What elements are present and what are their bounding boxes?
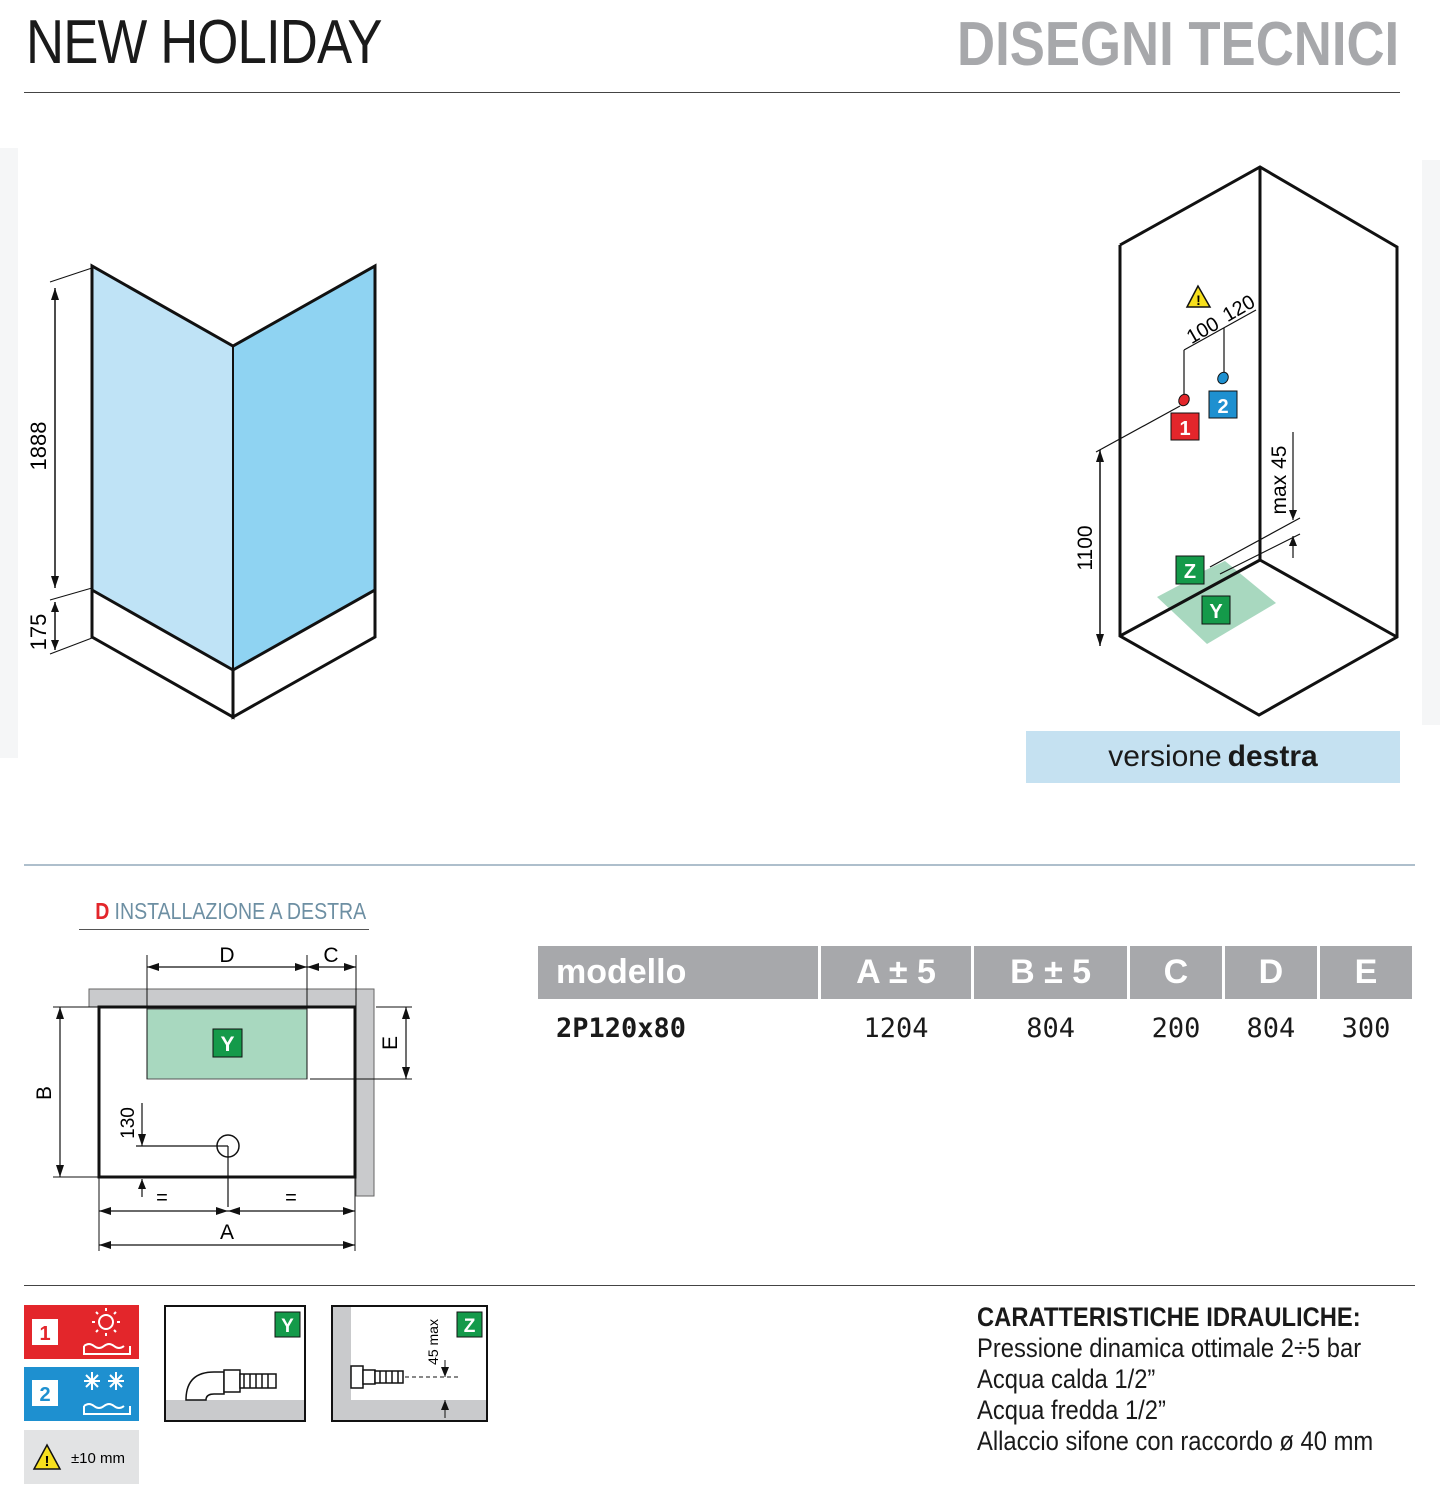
version-prefix: versione bbox=[1108, 740, 1222, 773]
y-badge bbox=[1201, 595, 1231, 625]
cell-c: 200 bbox=[1151, 1012, 1201, 1044]
z-badge bbox=[456, 1311, 483, 1338]
tolerance-label: ±10 mm bbox=[71, 1450, 125, 1467]
col-header-e: E bbox=[1319, 946, 1412, 999]
hydraulic-line: Pressione dinamica ottimale 2÷5 bar bbox=[977, 1333, 1362, 1363]
svg-text:2: 2 bbox=[39, 1384, 50, 1406]
dim-label-e: E bbox=[379, 1036, 402, 1050]
svg-text:Y: Y bbox=[281, 1316, 294, 1337]
height-label: 1100 bbox=[1074, 525, 1097, 570]
col-header-c: C bbox=[1129, 946, 1222, 999]
left-glass-panel bbox=[92, 266, 233, 670]
col-header-a: A ± 5 bbox=[820, 946, 972, 999]
svg-text:!: ! bbox=[1196, 292, 1201, 308]
warning-icon bbox=[32, 1443, 62, 1470]
cold-inlet-icon bbox=[1217, 371, 1229, 385]
table-header-row: modello A ± 5 B ± 5 C D E bbox=[538, 946, 1412, 999]
svg-text:Z: Z bbox=[464, 1316, 476, 1337]
svg-text:Y: Y bbox=[1209, 601, 1223, 623]
section-divider bbox=[24, 864, 1415, 866]
dim-label-c: C bbox=[323, 944, 338, 967]
cell-b: 804 bbox=[1026, 1012, 1075, 1044]
installation-title-text: INSTALLAZIONE A DESTRA bbox=[114, 898, 367, 924]
header-divider bbox=[24, 92, 1400, 93]
installation-plan-drawing: Y D C E B 130 = = A bbox=[33, 944, 412, 1251]
height-label: 1888 bbox=[26, 422, 51, 471]
dim-label-130: 130 bbox=[118, 1107, 139, 1139]
hot-badge bbox=[1170, 412, 1200, 441]
hot-inlet-icon bbox=[1178, 393, 1190, 407]
snowflake-icon bbox=[83, 1372, 131, 1415]
cold-badge bbox=[1208, 390, 1238, 419]
installation-letter: D bbox=[95, 898, 110, 924]
hydraulic-line: Allaccio sifone con raccordo ø 40 mm bbox=[977, 1426, 1374, 1456]
hydraulic-line: Acqua fredda 1/2” bbox=[977, 1395, 1166, 1425]
y-badge bbox=[212, 1028, 243, 1058]
offset-label-120: 120 bbox=[1219, 291, 1259, 327]
svg-text:Y: Y bbox=[220, 1033, 234, 1056]
hydraulic-line: Acqua calda 1/2” bbox=[977, 1364, 1156, 1394]
right-glass-panel bbox=[233, 266, 375, 670]
col-header-model: modello bbox=[538, 946, 818, 999]
legend-drawing: 1 2 ! ±10 mm Y Z bbox=[24, 1305, 488, 1484]
base-height-label: 175 bbox=[26, 614, 51, 651]
max-label: max 45 bbox=[1268, 446, 1291, 515]
y-badge bbox=[274, 1311, 301, 1338]
cell-e: 300 bbox=[1341, 1012, 1391, 1044]
svg-text:2: 2 bbox=[1217, 396, 1228, 418]
svg-text:1: 1 bbox=[1179, 418, 1190, 440]
cell-model: 2P120x80 bbox=[556, 1012, 687, 1044]
sun-icon bbox=[83, 1308, 131, 1355]
dim-label-d: D bbox=[219, 944, 234, 967]
svg-text:!: ! bbox=[45, 1453, 50, 1470]
warning-icon bbox=[1185, 284, 1212, 308]
legend-divider bbox=[24, 1285, 1415, 1286]
dim-label-b: B bbox=[33, 1086, 56, 1100]
dim-label-eq-left: = bbox=[156, 1187, 168, 1209]
front-view-drawing: 1888 175 bbox=[0, 148, 377, 758]
cell-d: 804 bbox=[1246, 1012, 1296, 1044]
cell-a: 1204 bbox=[863, 1012, 929, 1044]
wall-siphon-icon bbox=[350, 1365, 404, 1389]
page-edge-shadow bbox=[0, 148, 18, 758]
dimensions-table: modello A ± 5 B ± 5 C D E 2P120x80 1204 … bbox=[535, 946, 1415, 1057]
dim-label-eq-right: = bbox=[285, 1187, 297, 1209]
dim-label-a: A bbox=[220, 1221, 234, 1244]
version-box: versione destra bbox=[1026, 731, 1400, 783]
section-title: DISEGNI TECNICI bbox=[956, 10, 1399, 79]
z-badge bbox=[1175, 555, 1205, 585]
svg-text:Z: Z bbox=[1184, 561, 1196, 583]
table-row: 2P120x80 1204 804 200 804 300 bbox=[538, 999, 1412, 1057]
svg-text:1: 1 bbox=[39, 1323, 50, 1345]
hydraulic-specs: CARATTERISTICHE IDRAULICHE: Pressione di… bbox=[977, 1302, 1373, 1457]
product-title: NEW HOLIDAY bbox=[26, 8, 383, 77]
z-max-label: 45 max bbox=[425, 1319, 441, 1365]
plumbing-view-drawing: ! 100 120 1 2 1100 max 45 Z Y bbox=[1074, 160, 1440, 725]
offset-label-100: 100 bbox=[1183, 313, 1223, 349]
col-header-b: B ± 5 bbox=[974, 946, 1127, 999]
col-header-d: D bbox=[1224, 946, 1317, 999]
hydraulic-title: CARATTERISTICHE IDRAULICHE: bbox=[977, 1302, 1361, 1332]
version-side: destra bbox=[1227, 740, 1318, 773]
siphon-pipe-icon bbox=[185, 1369, 277, 1401]
